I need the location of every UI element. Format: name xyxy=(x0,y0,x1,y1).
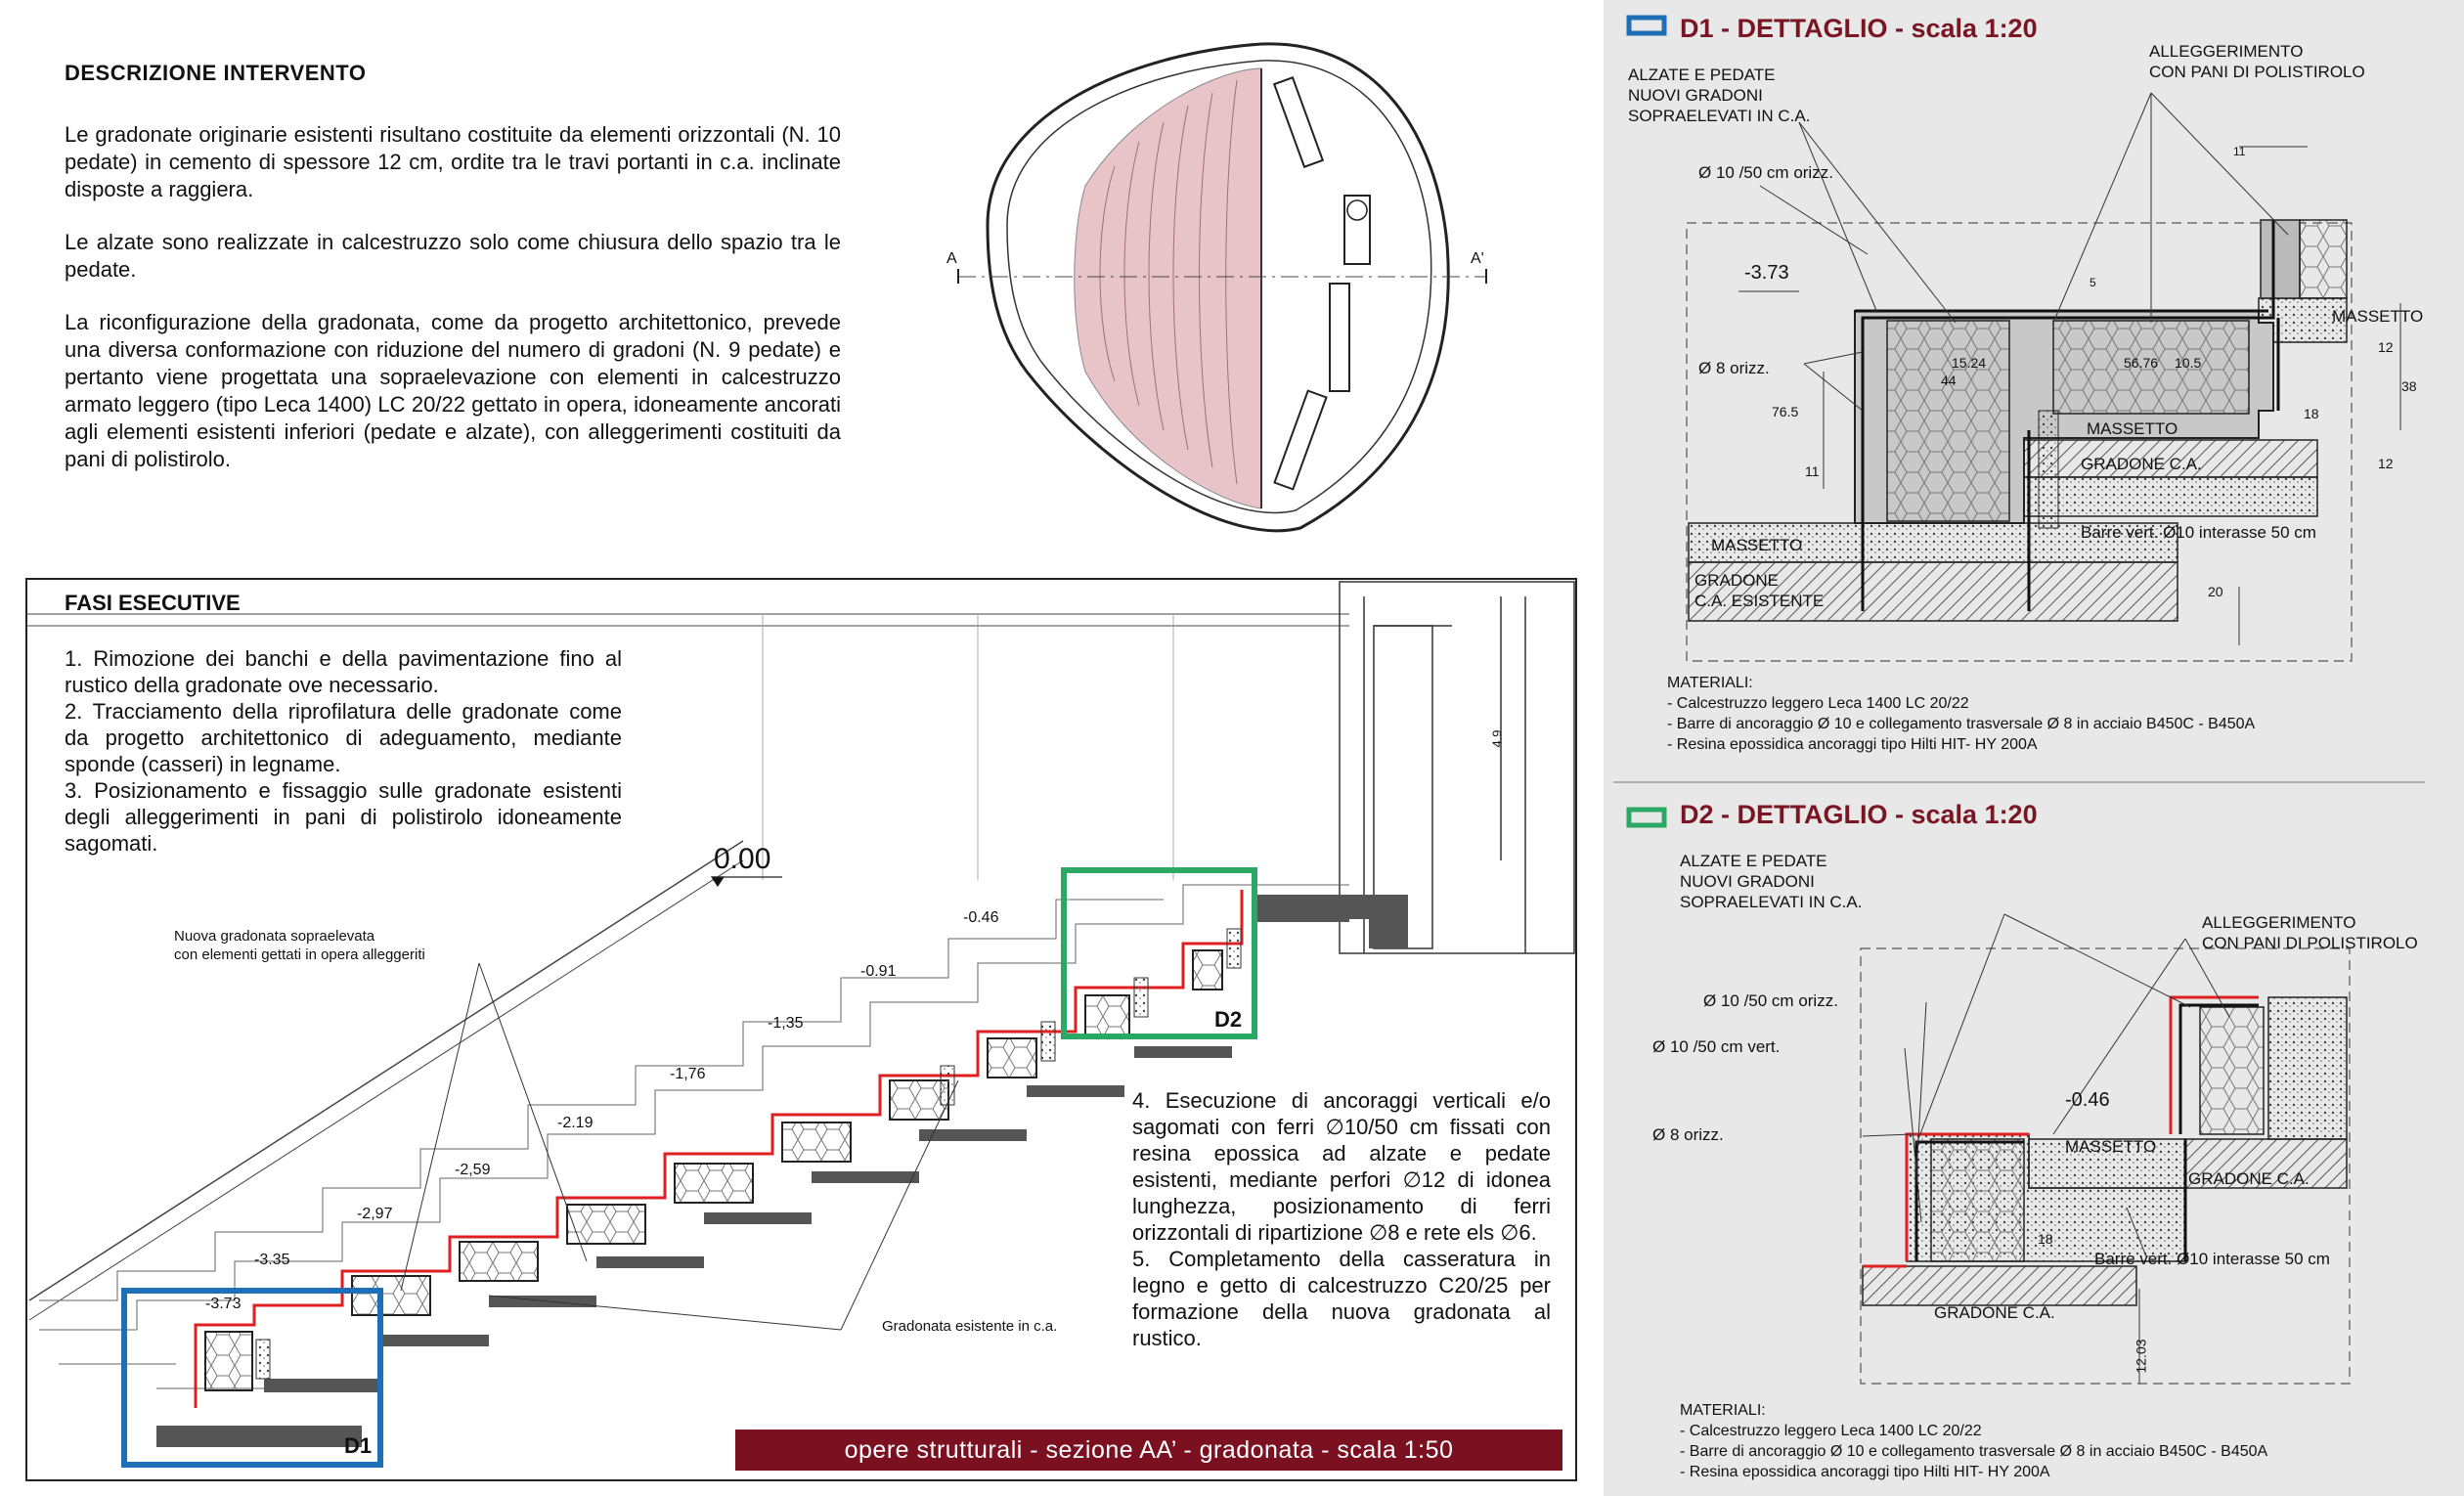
d2-dim-12: 12.03 xyxy=(2133,1339,2149,1374)
d1-dim-38: 38 xyxy=(2401,378,2417,394)
d1-dim-12-b: 12 xyxy=(2378,456,2394,471)
plan-label-a-prime: A' xyxy=(1471,250,1484,267)
phase-step-3: 3. Posizionamento e fissaggio sulle grad… xyxy=(65,778,622,856)
level-label-4: -1,76 xyxy=(670,1066,706,1082)
d2-bar-vertical: Ø 10 /50 cm vert. xyxy=(1652,1037,1781,1056)
description-title: DESCRIZIONE INTERVENTO xyxy=(65,61,367,85)
d1-title: D1 - DETTAGLIO - scala 1:20 xyxy=(1680,14,2038,43)
d1-dim-5: 5 xyxy=(2090,276,2096,289)
d2-box xyxy=(1061,867,1257,1039)
new-steps xyxy=(156,890,1408,1447)
level-label-9: -3.73 xyxy=(205,1296,242,1312)
d1-massetto-upper: MASSETTO xyxy=(2332,307,2424,326)
d2-box-label: D2 xyxy=(1214,1007,1243,1032)
d1-label-alleggerimento: ALLEGGERIMENTO CON PANI DI POLISTIROLO xyxy=(2149,42,2365,81)
d1-dim-10: 10.5 xyxy=(2175,355,2202,371)
description-block: DESCRIZIONE INTERVENTO Le gradonate orig… xyxy=(65,61,841,499)
d2-bar-8: Ø 8 orizz. xyxy=(1652,1125,1724,1144)
description-paragraph-3: La riconfigurazione della gradonata, com… xyxy=(65,310,841,471)
note-existing-steps: Gradonata esistente in c.a. xyxy=(882,1318,1058,1335)
level-label-7: -2,97 xyxy=(357,1206,393,1222)
d2-materials: MATERIALI: - Calcestruzzo leggero Leca 1… xyxy=(1680,1402,2268,1480)
phases-steps-right: 4. Esecuzione di ancoraggi verticali e/o… xyxy=(1132,1087,1551,1351)
d2-dim-18: 18 xyxy=(2038,1231,2053,1247)
d2-title: D2 - DETTAGLIO - scala 1:20 xyxy=(1680,800,2038,829)
d2-gradone-upper: GRADONE C.A. xyxy=(2188,1169,2310,1188)
d1-massetto: MASSETTO xyxy=(2087,419,2178,438)
d2-level: -0.46 xyxy=(2065,1089,2110,1111)
d1-box xyxy=(121,1288,383,1468)
d1-materials: MATERIALI: - Calcestruzzo leggero Leca 1… xyxy=(1667,675,2256,753)
d1-dim-12-a: 12 xyxy=(2378,339,2394,355)
d1-box-label: D1 xyxy=(344,1433,373,1458)
d1-dim-18: 18 xyxy=(2304,406,2319,421)
d2-barre-vert: Barre vert. Ø10 interasse 50 cm xyxy=(2094,1250,2330,1268)
section-frame xyxy=(25,578,1577,1481)
section-footer-bar: opere strutturali - sezione AA’ - gradon… xyxy=(735,1430,1562,1471)
phases-title: FASI ESECUTIVE xyxy=(65,591,241,615)
level-label-5: -2.19 xyxy=(557,1115,594,1131)
d1-drawing xyxy=(1626,15,2401,662)
phases-steps-left: 1. Rimozione dei banchi e della paviment… xyxy=(65,645,622,857)
d1-gradone: GRADONE C.A. xyxy=(2081,455,2202,473)
phase-step-5: 5. Completamento della casseratura in le… xyxy=(1132,1247,1551,1350)
d1-dim-20: 20 xyxy=(2208,584,2223,599)
d1-barre-vert: Barre vert. Ø10 interasse 50 cm xyxy=(2081,523,2316,542)
level-top: 0.00 xyxy=(714,843,771,875)
level-label-6: -2,59 xyxy=(455,1162,491,1178)
existing-steps-outline xyxy=(39,884,1349,1389)
d2-label-alzate: ALZATE E PEDATE NUOVI GRADONI SOPRAELEVA… xyxy=(1680,852,1863,911)
d2-drawing xyxy=(1626,807,2351,1385)
note-new-steps: Nuova gradonata sopraelevata con element… xyxy=(174,928,425,963)
d2-bar-horizontal: Ø 10 /50 cm orizz. xyxy=(1703,991,1838,1010)
d1-gradone-esistente: GRADONE C.A. ESISTENTE xyxy=(1694,571,1825,610)
description-paragraph-2: Le alzate sono realizzate in calcestruzz… xyxy=(65,230,841,282)
description-paragraph-1: Le gradonate originarie esistenti risult… xyxy=(65,122,841,201)
theater-plan xyxy=(957,42,1487,533)
d1-label-alzate: ALZATE E PEDATE NUOVI GRADONI SOPRAELEVA… xyxy=(1628,66,1811,125)
level-label-8: -3.35 xyxy=(254,1252,290,1268)
d1-dim-76: 76.5 xyxy=(1772,404,1799,419)
d2-gradone-lower: GRADONE C.A. xyxy=(1934,1303,2055,1322)
phase-step-2: 2. Tracciamento della riprofilatura dell… xyxy=(65,699,622,776)
plan-label-a: A xyxy=(946,250,957,267)
d1-bar-8: Ø 8 orizz. xyxy=(1698,359,1770,377)
level-label-3: -1,35 xyxy=(768,1015,804,1032)
d1-level: -3.73 xyxy=(1744,262,1789,284)
level-label-1: -0.46 xyxy=(963,909,999,926)
d2-label-alleggerimento: ALLEGGERIMENTO CON PANI DI POLISTIROLO xyxy=(2202,913,2418,952)
d1-dim-56: 56.76 xyxy=(2124,355,2159,371)
d1-massetto-lower: MASSETTO xyxy=(1711,536,1803,554)
d1-dim-11-top: 11 xyxy=(2233,145,2246,158)
d1-bar-horizontal: Ø 10 /50 cm orizz. xyxy=(1698,163,1833,182)
height-dimension: 4.9 xyxy=(1489,729,1505,748)
d1-dim-11: 11 xyxy=(1805,463,1820,479)
level-markers xyxy=(710,876,782,888)
d1-dim-44: 44 xyxy=(1941,373,1957,388)
phase-step-1: 1. Rimozione dei banchi e della paviment… xyxy=(65,646,622,697)
d2-massetto: MASSETTO xyxy=(2065,1137,2157,1156)
d1-dim-15: 15.24 xyxy=(1952,355,1987,371)
phase-step-4: 4. Esecuzione di ancoraggi verticali e/o… xyxy=(1132,1088,1551,1245)
level-label-2: -0.91 xyxy=(860,963,897,980)
